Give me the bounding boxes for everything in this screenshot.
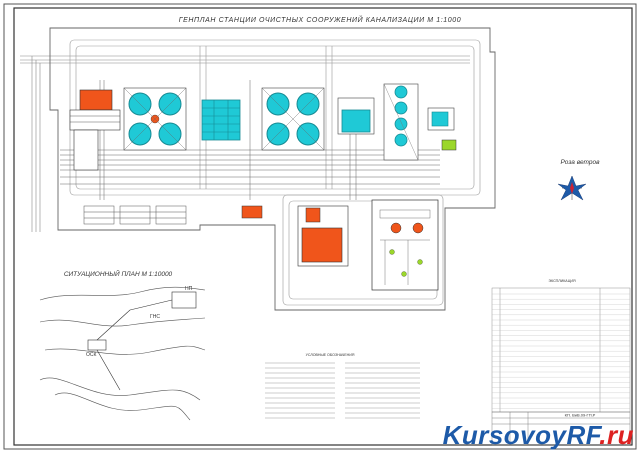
legend-title: УСЛОВНЫЕ ОБОЗНАЧЕНИЯ xyxy=(306,353,355,357)
site-boundary xyxy=(49,27,496,311)
pipe-bundle xyxy=(60,80,440,200)
osk-label: ОСК xyxy=(86,352,97,358)
secondary-settlers xyxy=(261,87,325,151)
filters xyxy=(383,83,419,161)
methane-tank-2 xyxy=(412,222,424,234)
inner-frame xyxy=(13,7,633,446)
top-pipelines xyxy=(20,55,470,232)
sand-pads xyxy=(73,129,99,171)
explication-rows xyxy=(492,293,630,409)
situation-plan xyxy=(39,286,206,421)
wind-rose-title: Роза ветров xyxy=(561,159,601,166)
title-block xyxy=(491,411,631,446)
aerotanks xyxy=(201,99,241,141)
green-building xyxy=(441,139,457,151)
screen-building xyxy=(79,89,113,111)
grit-chamber xyxy=(69,109,121,131)
np-label: НП xyxy=(185,286,193,292)
explication-table xyxy=(491,287,631,413)
stamp-code: КП. ВиВ.09-ГП.Р xyxy=(565,413,596,418)
explication-title: ЭКСПЛИКАЦИЯ xyxy=(548,279,575,283)
situation-plan-title: СИТУАЦИОННЫЙ ПЛАН М 1:10000 xyxy=(64,269,173,278)
pump-station-small xyxy=(241,205,263,219)
methane-tank-1 xyxy=(390,222,402,234)
legend-lines xyxy=(265,362,420,419)
watermark-logo: KursovoyRF.ru xyxy=(442,420,634,450)
plan-title: ГЕНПЛАН СТАНЦИИ ОЧИСТНЫХ СООРУЖЕНИЙ КАНА… xyxy=(179,15,462,24)
wind-rose xyxy=(557,175,587,201)
contact-tank xyxy=(341,109,371,133)
sludge-beds xyxy=(83,205,187,225)
digester-orange xyxy=(301,227,343,263)
primary-settlers xyxy=(123,87,187,151)
gns-label: ГНС xyxy=(150,314,160,320)
sludge-treatment xyxy=(371,199,439,291)
outer-frame xyxy=(3,3,637,450)
